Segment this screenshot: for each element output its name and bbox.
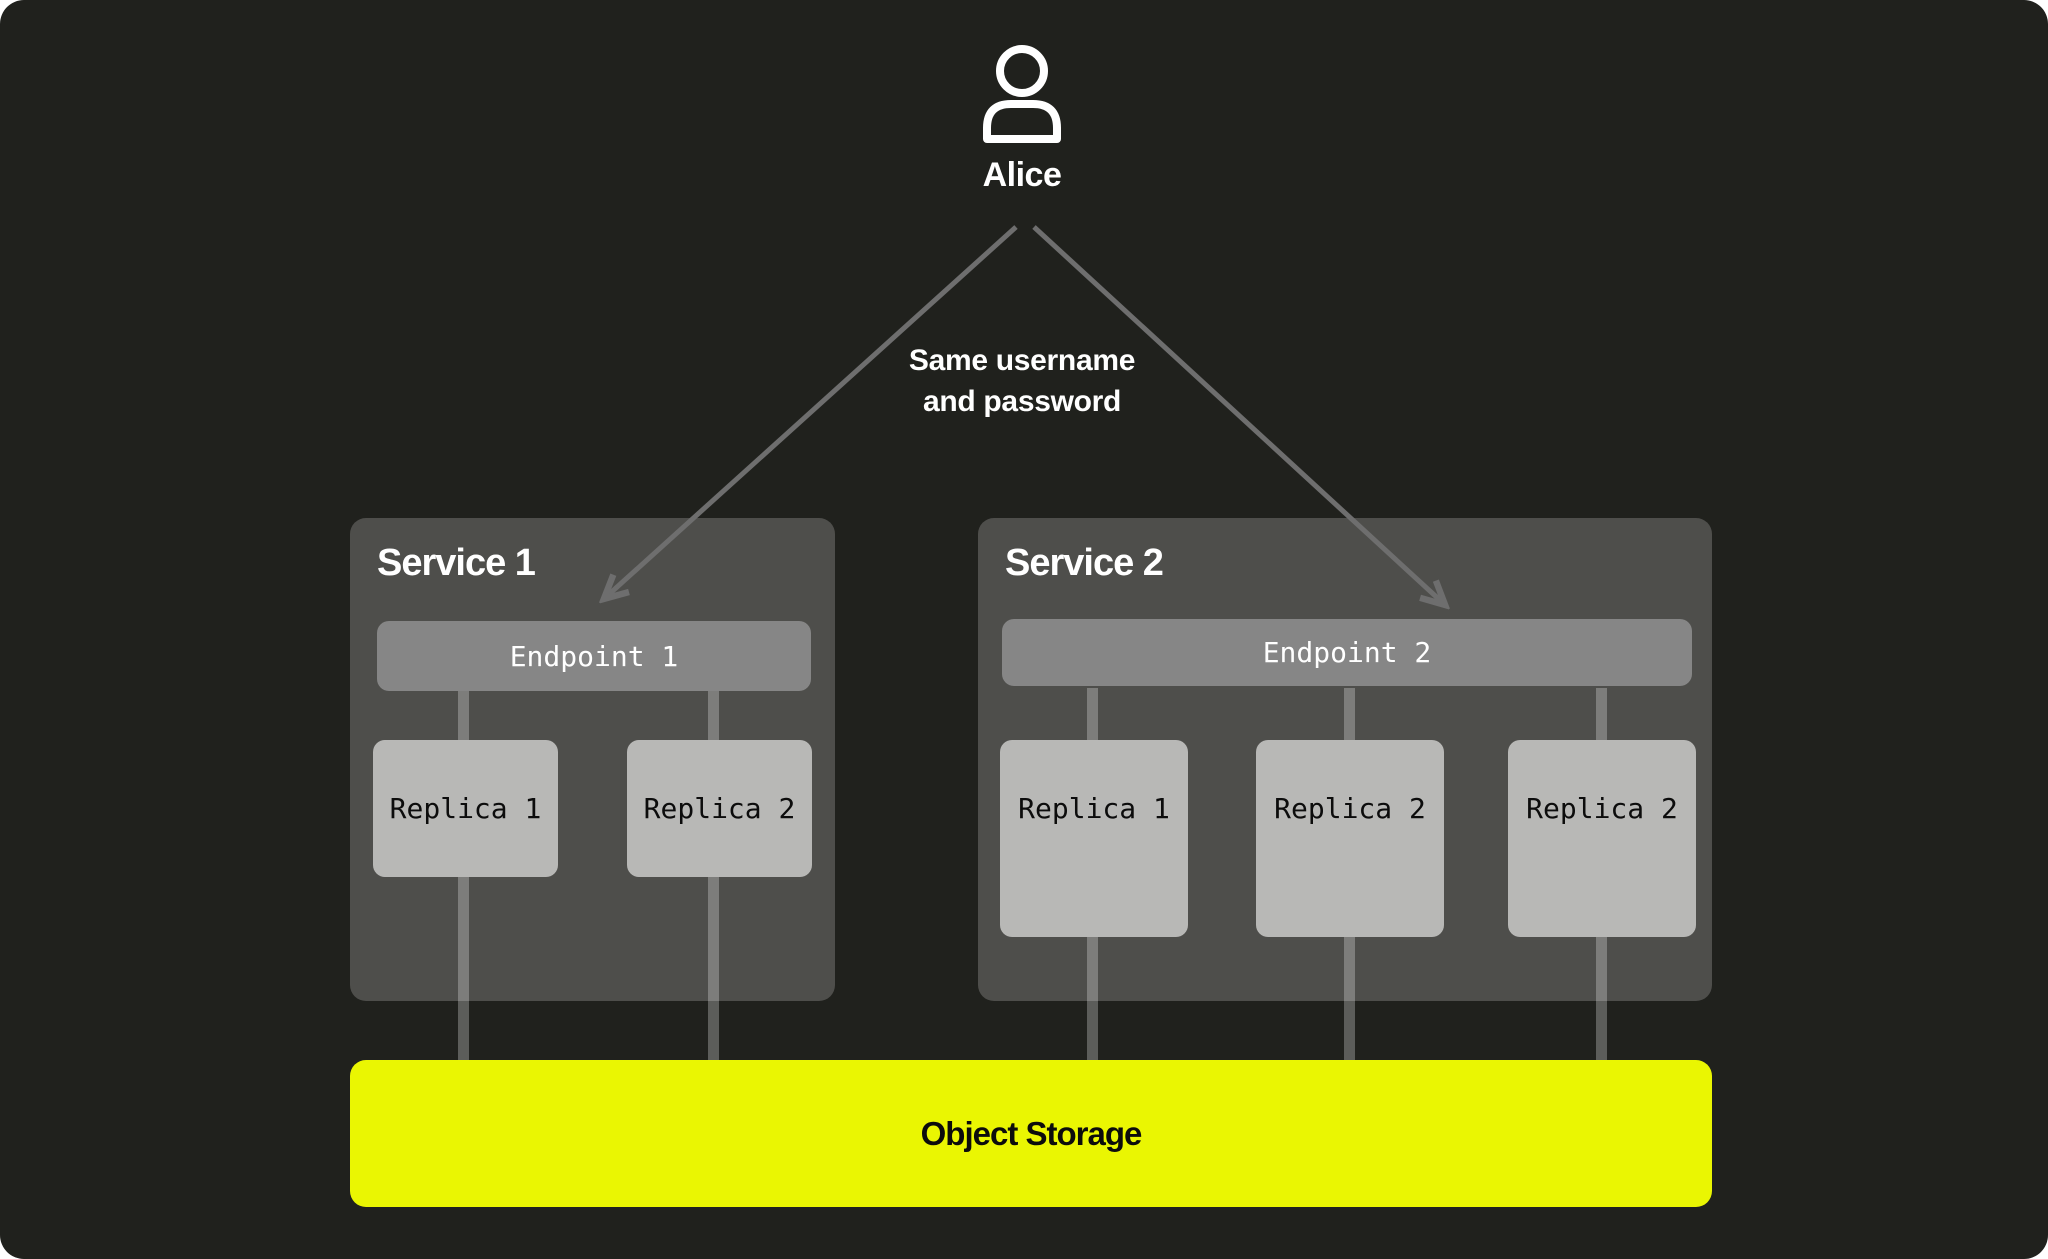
service-2-box: Service 2 Endpoint 2 Replica 1 Replica 2… <box>978 518 1712 1001</box>
service-2-replica-2: Replica 2 <box>1256 740 1444 937</box>
object-storage-label: Object Storage <box>920 1114 1143 1152</box>
credential-note: Same username and password <box>822 340 1222 422</box>
service-2-replica-1: Replica 1 <box>1000 740 1188 937</box>
user-name-label: Alice <box>982 156 1062 194</box>
object-storage-bar: Object Storage <box>350 1060 1712 1207</box>
credential-note-line-1: Same username <box>908 344 1136 377</box>
service-1-title: Service 1 <box>377 542 536 584</box>
user-figure: Alice <box>922 40 1122 195</box>
service-2-title: Service 2 <box>1005 542 1164 584</box>
service-1-endpoint-bar: Endpoint 1 <box>377 621 811 691</box>
service-1-replica-2: Replica 2 <box>627 740 812 877</box>
service-1-box: Service 1 Endpoint 1 Replica 1 Replica 2 <box>350 518 835 1001</box>
service-2-endpoint-bar: Endpoint 2 <box>1002 619 1692 686</box>
credential-note-line-2: and password <box>922 385 1122 418</box>
person-icon <box>983 45 1061 143</box>
service-2-replica-3: Replica 2 <box>1508 740 1696 937</box>
service-1-replica-1: Replica 1 <box>373 740 558 877</box>
